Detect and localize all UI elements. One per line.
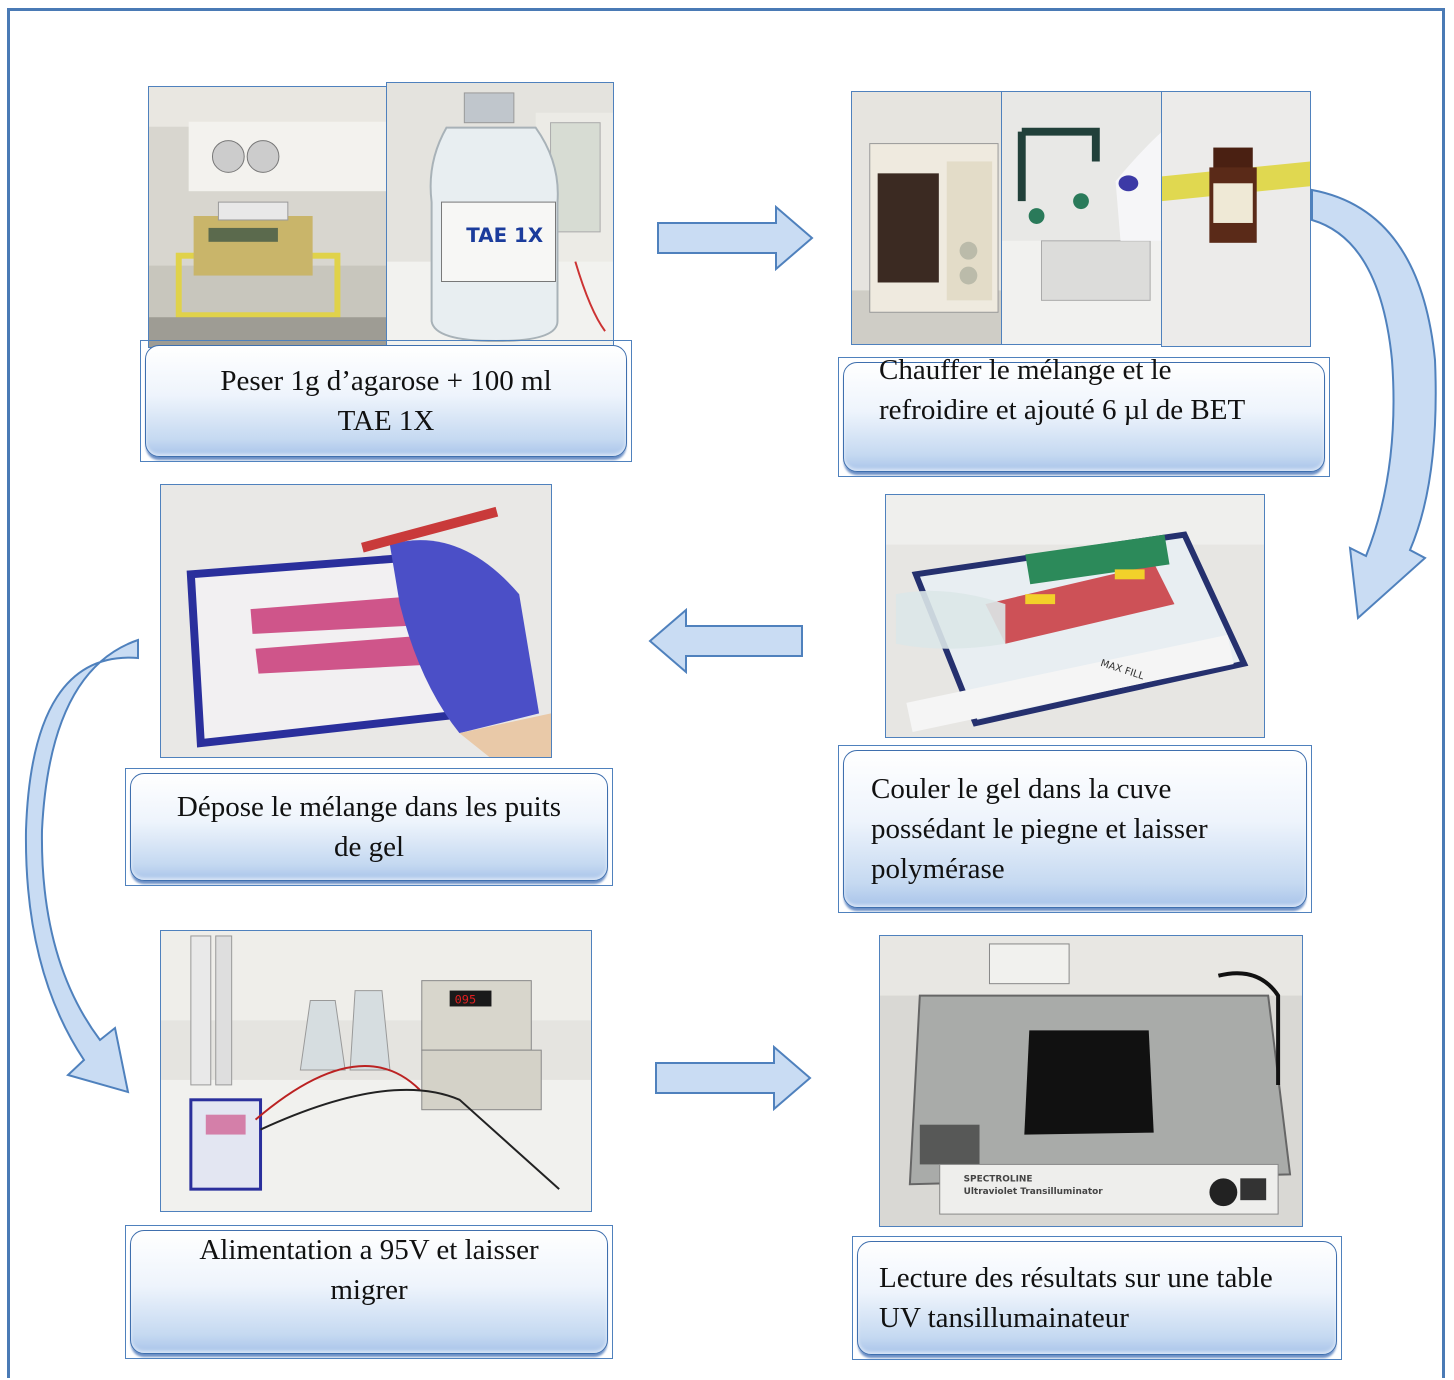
photo-gel-casting: MAX FILL [885, 494, 1265, 738]
step2-caption: Chauffer le mélange et le refroidire et … [838, 354, 1330, 477]
step3-line2: possédant le piegne et laisser [871, 813, 1208, 845]
curved-arrow-left [20, 630, 170, 1100]
photo-bet-vial [1161, 91, 1311, 347]
photo-electrophoresis: 095 [160, 930, 592, 1212]
page-frame [7, 8, 1445, 1378]
photo-sink [1001, 91, 1163, 345]
caption-bubble [843, 750, 1307, 908]
step4-line2: de gel [333, 831, 405, 863]
step3-caption: Couler le gel dans la cuve possédant le … [838, 745, 1312, 913]
step3-line3: polymérase [871, 853, 1005, 885]
svg-text:SPECTROLINE: SPECTROLINE [964, 1174, 1033, 1184]
svg-text:095: 095 [455, 992, 477, 1006]
step6-caption: Lecture des résultats sur une table UV t… [852, 1236, 1342, 1360]
arrow-right-2 [654, 1045, 814, 1111]
step4-caption: Dépose le mélange dans les puits de gel [125, 768, 613, 886]
arrow-right-1 [656, 205, 816, 271]
caption-bubble [857, 1241, 1337, 1355]
photo-balance [148, 86, 388, 348]
step3-line1: Couler le gel dans la cuve [871, 773, 1172, 805]
photo-microwave [851, 91, 1003, 345]
caption-bubble [130, 1230, 608, 1354]
step4-line1: Dépose le mélange dans les puits [176, 791, 562, 823]
caption-bubble [130, 773, 608, 881]
step2-line1: Chauffer le mélange et le [879, 354, 1172, 386]
caption-bubble [843, 362, 1325, 472]
step5-caption: Alimentation a 95V et laisser migrer [125, 1225, 613, 1359]
step1-caption: Peser 1g d’agarose + 100 ml TAE 1X [140, 340, 632, 462]
svg-text:TAE 1X: TAE 1X [466, 224, 543, 247]
step5-line1: Alimentation a 95V et laisser [199, 1234, 539, 1266]
step1-line2: TAE 1X [337, 405, 435, 437]
step5-line2: migrer [330, 1274, 408, 1306]
photo-bottle: TAE 1X [386, 82, 614, 348]
step6-line1: Lecture des résultats sur une table [879, 1262, 1273, 1294]
step1-line1: Peser 1g d’agarose + 100 ml [220, 365, 552, 397]
arrow-left [646, 608, 806, 674]
curved-arrow-right [1300, 180, 1450, 630]
photo-uv-table: SPECTROLINE Ultraviolet Transilluminator [879, 935, 1303, 1227]
step2-line2: refroidire et ajouté 6 µl de BET [879, 394, 1246, 426]
photo-loading-wells [160, 484, 552, 758]
svg-text:Ultraviolet Transilluminator: Ultraviolet Transilluminator [964, 1187, 1104, 1197]
caption-bubble [145, 345, 627, 457]
step6-line2: UV tansillumainateur [879, 1302, 1129, 1334]
